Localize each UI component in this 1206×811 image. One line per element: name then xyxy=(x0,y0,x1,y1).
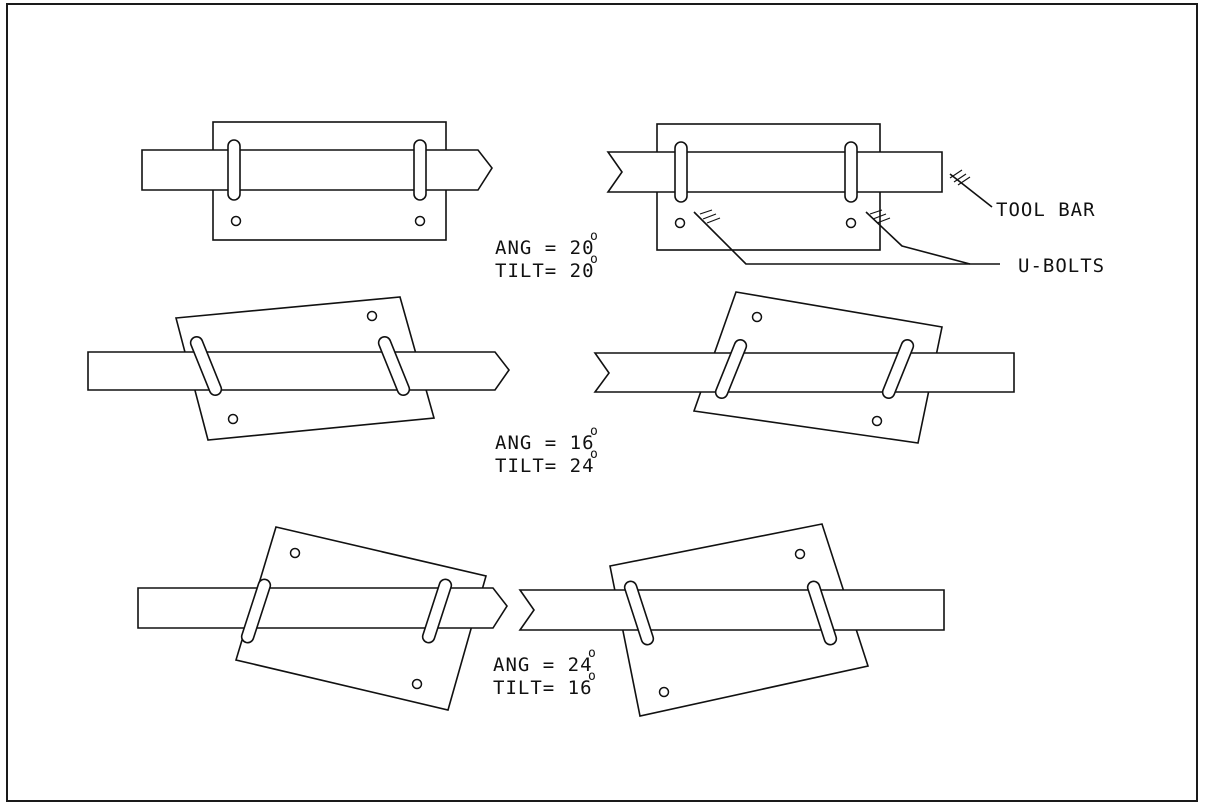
u-bolt xyxy=(377,336,411,396)
bolt-hole xyxy=(658,686,670,698)
tilt-label: TILT= 24 xyxy=(495,455,595,477)
tool-bar xyxy=(87,351,510,391)
bolt-hole xyxy=(674,217,686,229)
bolt-hole xyxy=(366,310,378,322)
config-1-labels: ANG = 20 o TILT= 20 o xyxy=(495,229,598,282)
row-3-right-assembly xyxy=(518,523,945,717)
diagram-frame xyxy=(6,3,1198,802)
ang-label: ANG = 24 xyxy=(493,654,593,676)
u-bolt xyxy=(189,336,223,396)
u-bolt xyxy=(844,141,858,203)
u-bolt xyxy=(413,139,427,201)
bolt-hole xyxy=(414,215,426,227)
tilt-label: TILT= 16 xyxy=(493,677,593,699)
tool-bar-label: TOOL BAR xyxy=(996,199,1096,221)
row-1-right-assembly xyxy=(606,123,943,251)
bolt-hole xyxy=(230,215,242,227)
bolt-hole xyxy=(227,413,239,425)
row-1-left-assembly xyxy=(141,121,493,241)
row-3-left-assembly xyxy=(137,526,508,711)
tool-bar xyxy=(606,151,943,193)
u-bolts-leader xyxy=(693,209,1000,265)
u-bolts-label: U-BOLTS xyxy=(1018,255,1105,277)
u-bolt xyxy=(881,339,915,399)
bolt-hole xyxy=(845,217,857,229)
tool-bar xyxy=(137,587,508,629)
u-bolt xyxy=(623,580,655,646)
config-3-labels: ANG = 24 o TILT= 16 o xyxy=(493,646,596,699)
u-bolt xyxy=(240,578,272,644)
tool-bar xyxy=(518,589,945,631)
u-bolt xyxy=(806,580,838,646)
degree-mark: o xyxy=(590,447,598,462)
bolt-hole xyxy=(411,678,423,690)
bolt-hole xyxy=(794,548,806,560)
u-bolt xyxy=(674,141,688,203)
degree-mark: o xyxy=(590,252,598,267)
row-2-left-assembly xyxy=(87,296,510,441)
bolt-hole xyxy=(871,415,883,427)
bolt-hole xyxy=(289,547,301,559)
tool-bar-leader xyxy=(949,169,993,208)
ang-label: ANG = 20 xyxy=(495,237,595,259)
bolt-hole xyxy=(751,311,763,323)
ang-label: ANG = 16 xyxy=(495,432,595,454)
tool-bar xyxy=(593,352,1015,393)
degree-mark: o xyxy=(590,424,598,439)
tool-bar xyxy=(141,149,493,191)
u-bolt xyxy=(421,578,453,644)
u-bolt xyxy=(714,339,748,399)
row-2-right-assembly xyxy=(593,291,1015,444)
degree-mark: o xyxy=(588,669,596,684)
u-bolt xyxy=(227,139,241,201)
tilt-label: TILT= 20 xyxy=(495,260,595,282)
config-2-labels: ANG = 16 o TILT= 24 o xyxy=(495,424,598,477)
degree-mark: o xyxy=(590,229,598,244)
degree-mark: o xyxy=(588,646,596,661)
